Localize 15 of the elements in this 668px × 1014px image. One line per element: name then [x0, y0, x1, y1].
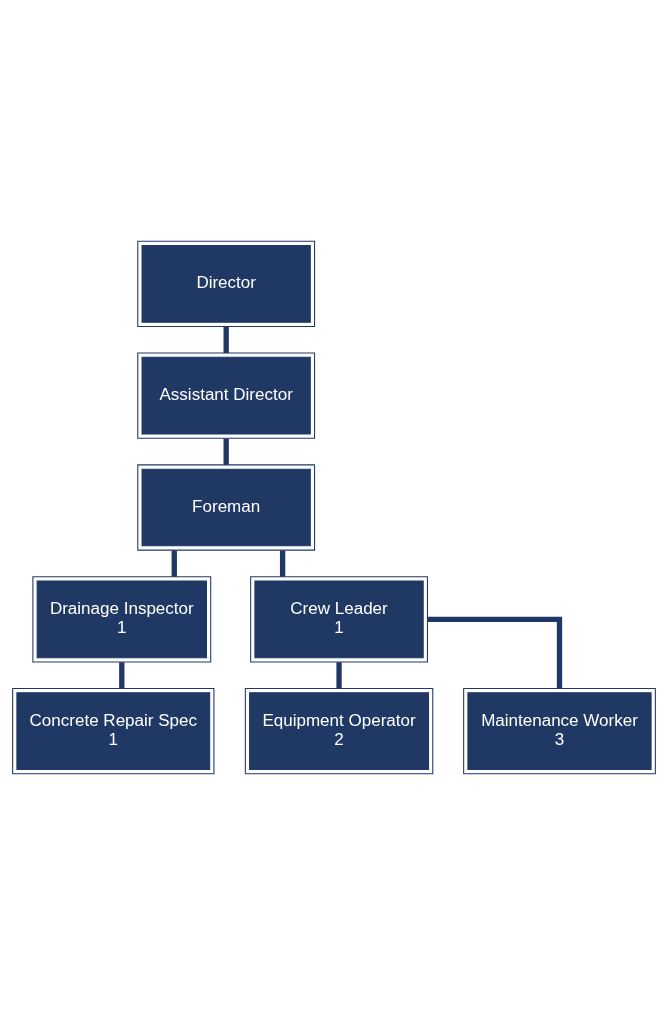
node-box: Equipment Operator 2 — [244, 687, 434, 774]
connector — [427, 616, 563, 688]
connector — [223, 438, 229, 465]
node-box: Maintenance Worker 3 — [463, 687, 656, 774]
node-box: Crew Leader 1 — [250, 575, 428, 662]
node-box: Concrete Repair Spec 1 — [12, 687, 215, 774]
connector — [119, 661, 125, 689]
node-box: Director — [137, 240, 316, 327]
connector — [223, 326, 229, 353]
node-box: Assistant Director — [137, 352, 316, 439]
connector — [336, 661, 342, 689]
node-box: Drainage Inspector 1 — [32, 575, 212, 662]
node-box: Foreman — [137, 463, 316, 551]
connector — [171, 549, 177, 577]
connector — [279, 549, 286, 577]
